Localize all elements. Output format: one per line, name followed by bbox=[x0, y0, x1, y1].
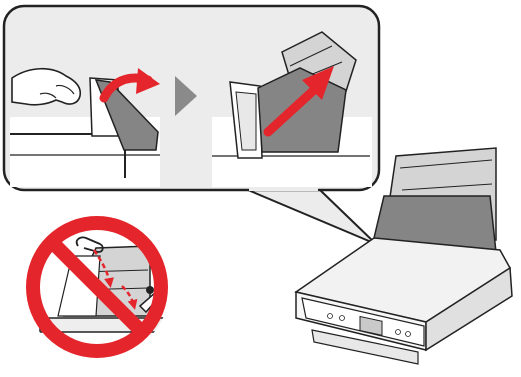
prohibition-illustration bbox=[20, 210, 180, 370]
callout-pointer bbox=[248, 190, 376, 244]
